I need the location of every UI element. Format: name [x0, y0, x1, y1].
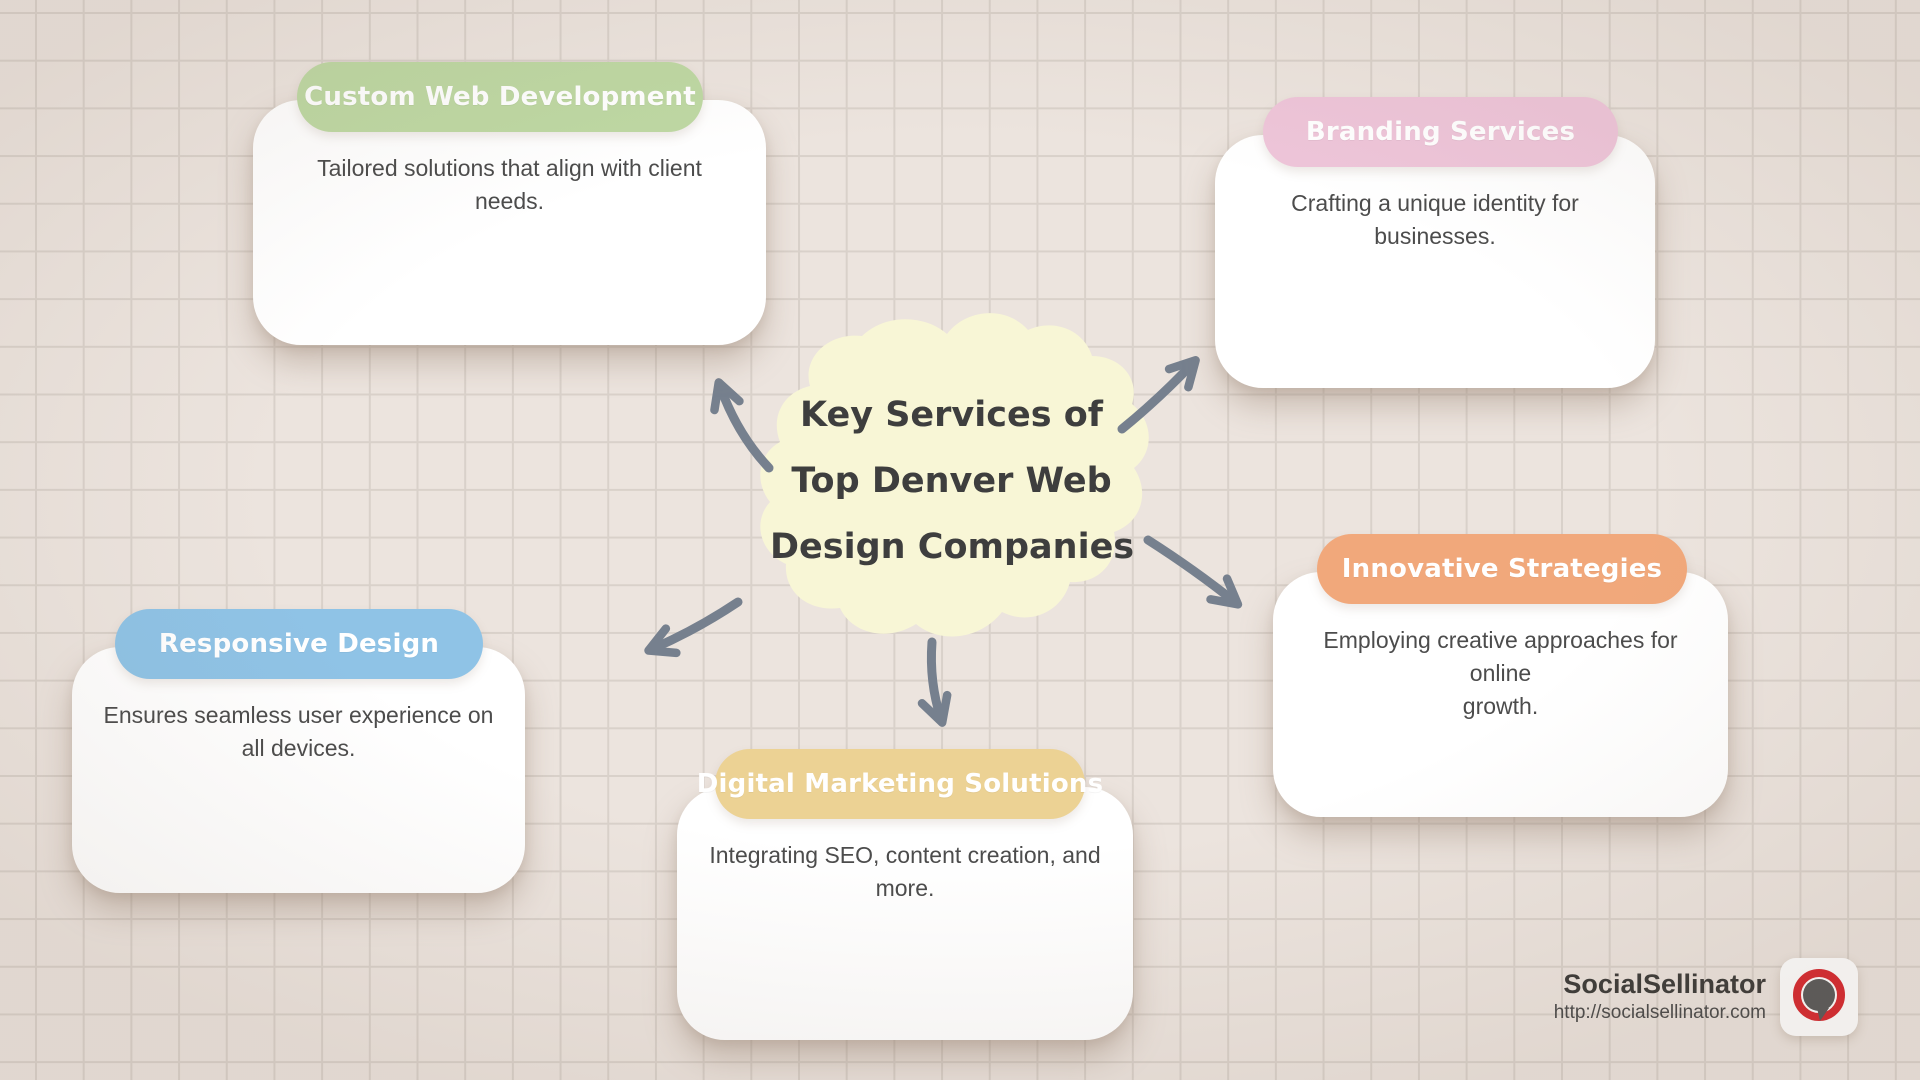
node-card-custom-web-development: Custom Web Development Tailored solution…: [253, 62, 766, 345]
central-topic: Key Services of Top Denver Web Design Co…: [770, 382, 1135, 580]
description-line: Tailored solutions that align with clien…: [317, 155, 702, 181]
description-line: all devices.: [241, 735, 356, 761]
central-topic-line: Design Companies: [770, 527, 1135, 567]
node-header-custom-web-development: Custom Web Development: [297, 62, 703, 132]
node-title: Digital Marketing Solutions: [696, 769, 1104, 799]
node-header-responsive-design: Responsive Design: [115, 609, 483, 679]
node-title: Responsive Design: [158, 629, 440, 659]
description-line: needs.: [474, 188, 545, 214]
node-description: Ensures seamless user experience on all …: [72, 647, 525, 765]
central-topic-line: Top Denver Web: [791, 461, 1112, 501]
node-card-branding-services: Branding Services Crafting a unique iden…: [1215, 97, 1655, 388]
node-card-digital-marketing-solutions: Digital Marketing Solutions Integrating …: [677, 749, 1133, 1040]
node-card-responsive-design: Responsive Design Ensures seamless user …: [72, 609, 525, 893]
description-line: Employing creative approaches for online: [1323, 627, 1678, 686]
node-description: Tailored solutions that align with clien…: [253, 100, 766, 218]
node-description: Employing creative approaches for online…: [1273, 572, 1728, 723]
node-description: Crafting a unique identity for businesse…: [1215, 135, 1655, 253]
central-topic-line: Key Services of: [799, 395, 1104, 435]
node-title: Innovative Strategies: [1341, 554, 1663, 584]
node-card-innovative-strategies: Innovative Strategies Employing creative…: [1273, 534, 1728, 817]
node-title: Branding Services: [1305, 117, 1576, 147]
arrow-to-custom-web-development: [710, 378, 774, 473]
speech-bubble-logo-icon: [1793, 969, 1845, 1021]
footer-branding: SocialSellinator http://socialsellinator…: [1554, 958, 1858, 1036]
description-line: more.: [875, 875, 935, 901]
socialsellinator-logo: [1780, 958, 1858, 1036]
arrow-to-responsive-design: [644, 597, 743, 658]
description-line: growth.: [1462, 693, 1539, 719]
arrow-to-branding-services: [1117, 355, 1200, 434]
center-blob-shape: [760, 313, 1149, 637]
node-description: Integrating SEO, content creation, and m…: [677, 787, 1133, 905]
node-header-innovative-strategies: Innovative Strategies: [1317, 534, 1687, 604]
node-header-branding-services: Branding Services: [1263, 97, 1618, 167]
arrow-to-innovative-strategies: [1143, 535, 1243, 609]
brand-name: SocialSellinator: [1563, 969, 1766, 999]
description-line: Ensures seamless user experience on: [103, 702, 494, 728]
description-line: Crafting a unique identity for businesse…: [1291, 190, 1579, 249]
node-header-digital-marketing-solutions: Digital Marketing Solutions: [697, 749, 1103, 819]
brand-url: http://socialsellinator.com: [1553, 1002, 1766, 1023]
arrow-to-digital-marketing-solutions: [917, 637, 952, 727]
node-title: Custom Web Development: [304, 82, 696, 112]
description-line: Integrating SEO, content creation, and: [709, 842, 1101, 868]
